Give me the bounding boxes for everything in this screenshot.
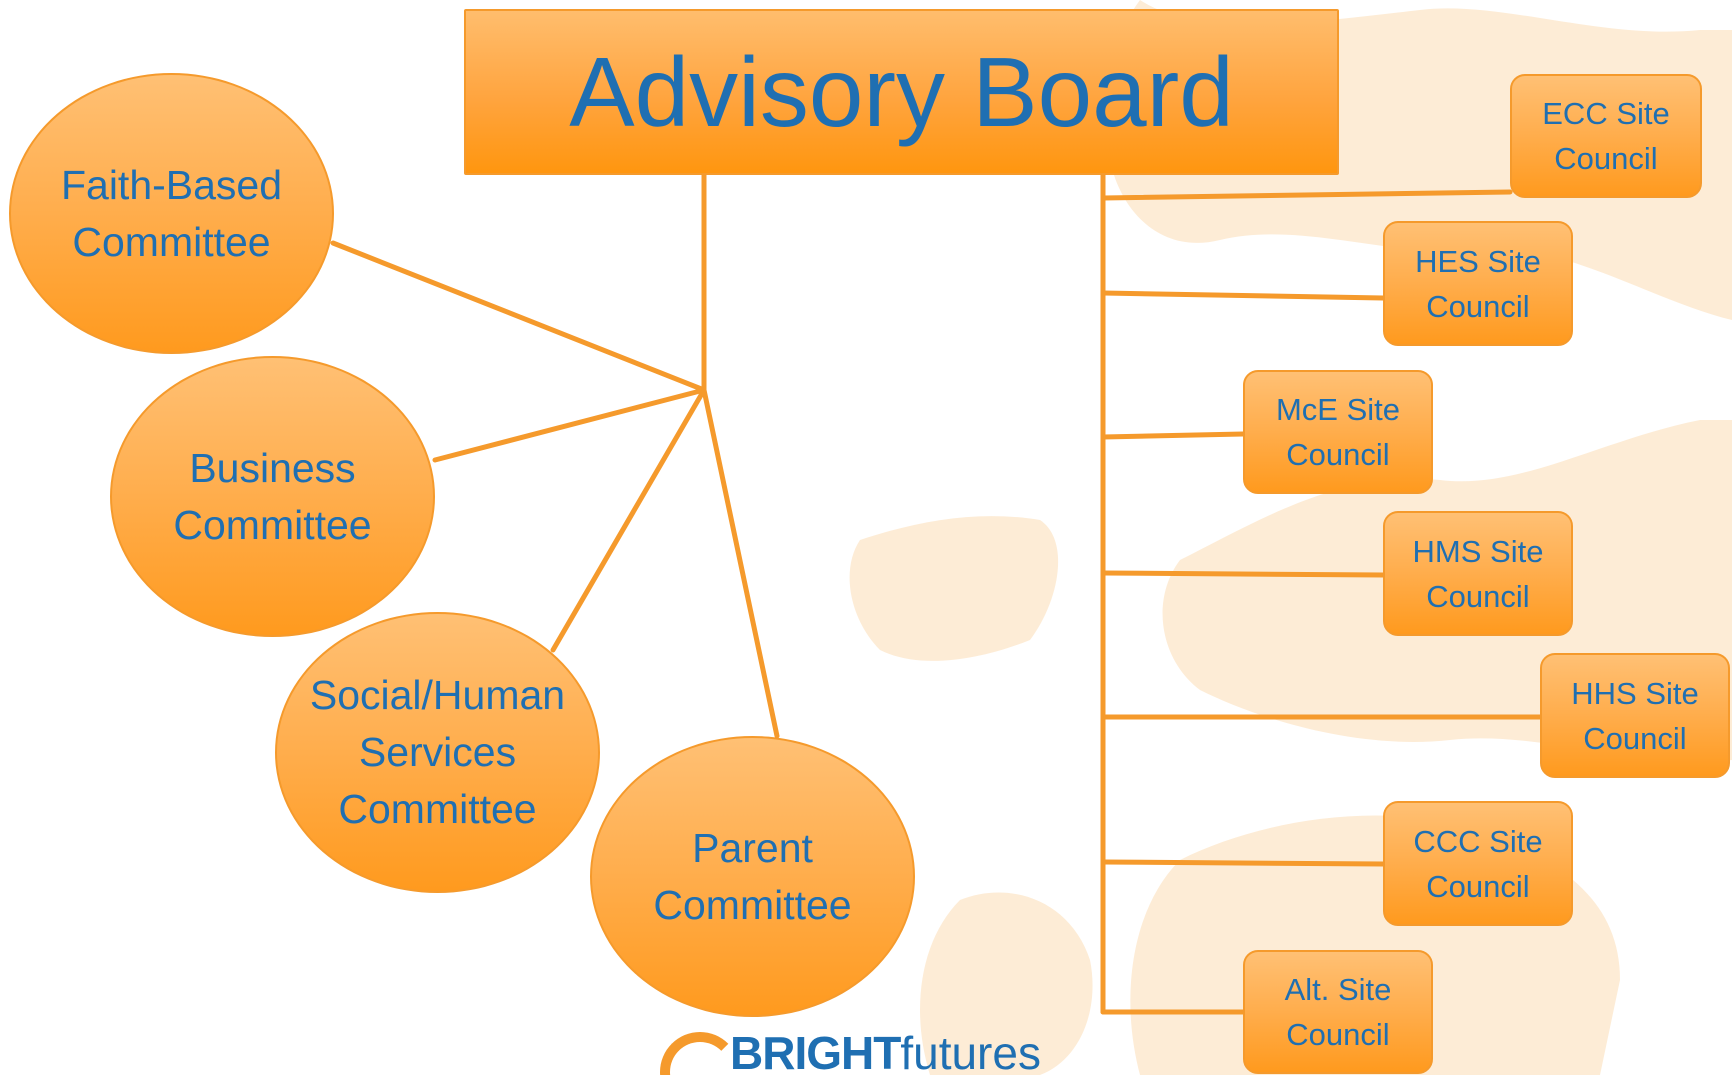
site-council-hes: HES Site Council	[1383, 221, 1573, 346]
committee-faith-based: Faith-Based Committee	[9, 73, 334, 354]
site-council-ecc: ECC Site Council	[1510, 74, 1702, 198]
site-council-hhs: HHS Site Council	[1540, 653, 1730, 778]
logo-text-bold: BRIGHT	[730, 1030, 901, 1075]
advisory-board-box: Advisory Board	[464, 9, 1339, 175]
connector-social-human	[550, 387, 707, 653]
logo-swirl-icon	[660, 1032, 740, 1075]
committee-parent: Parent Committee	[590, 736, 915, 1017]
site-council-label: Alt. Site Council	[1284, 972, 1392, 1052]
connector-faith-based	[330, 240, 707, 393]
site-council-label: McE Site Council	[1275, 392, 1401, 472]
site-council-label: CCC Site Council	[1413, 823, 1543, 904]
brush-stroke	[849, 516, 1059, 661]
connector-hes	[1100, 290, 1386, 301]
committee-business: Business Committee	[110, 356, 435, 637]
site-council-label: HMS Site Council	[1412, 533, 1544, 614]
committee-label: Parent Committee	[653, 824, 852, 928]
bright-futures-logo: BRIGHTfutures	[655, 1030, 1075, 1075]
brush-stroke	[920, 892, 1093, 1075]
advisory-board-title: Advisory Board	[569, 36, 1234, 147]
site-council-label: ECC Site Council	[1542, 96, 1670, 176]
logo-text-rest: futures	[900, 1030, 1041, 1075]
connector-ccc	[1100, 859, 1386, 867]
site-council-ccc: CCC Site Council	[1383, 801, 1573, 926]
site-council-hms: HMS Site Council	[1383, 511, 1573, 636]
committee-label: Social/Human Services Committee	[309, 672, 566, 832]
connector-parent	[701, 387, 780, 739]
site-council-mce: McE Site Council	[1243, 370, 1433, 494]
connector-mce	[1100, 431, 1246, 440]
connector-business	[432, 387, 707, 463]
site-council-label: HHS Site Council	[1571, 675, 1699, 756]
committee-label: Business Committee	[173, 444, 372, 548]
connector-hms	[1100, 570, 1386, 578]
committee-label: Faith-Based Committee	[60, 161, 283, 265]
logo-text: BRIGHTfutures	[730, 1030, 1041, 1075]
site-council-label: HES Site Council	[1415, 243, 1541, 324]
site-council-alt: Alt. Site Council	[1243, 950, 1433, 1074]
connector-ecc	[1100, 189, 1513, 201]
committee-social-human-services: Social/Human Services Committee	[275, 612, 600, 893]
